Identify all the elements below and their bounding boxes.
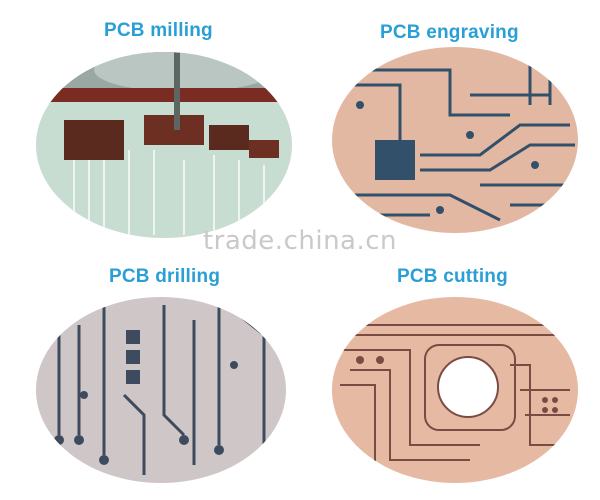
pcb-cutting-photo (332, 297, 578, 483)
pcb-drilling-photo (36, 297, 286, 483)
pcb-milling-photo (36, 52, 292, 238)
panel-label-milling: PCB milling (104, 20, 213, 41)
watermark-text: trade.china.cn (202, 226, 398, 256)
panel-label-cutting: PCB cutting (397, 266, 508, 287)
panel-label-engraving: PCB engraving (380, 22, 519, 43)
panel-label-drilling: PCB drilling (109, 266, 221, 287)
pcb-engraving-photo (332, 47, 578, 233)
